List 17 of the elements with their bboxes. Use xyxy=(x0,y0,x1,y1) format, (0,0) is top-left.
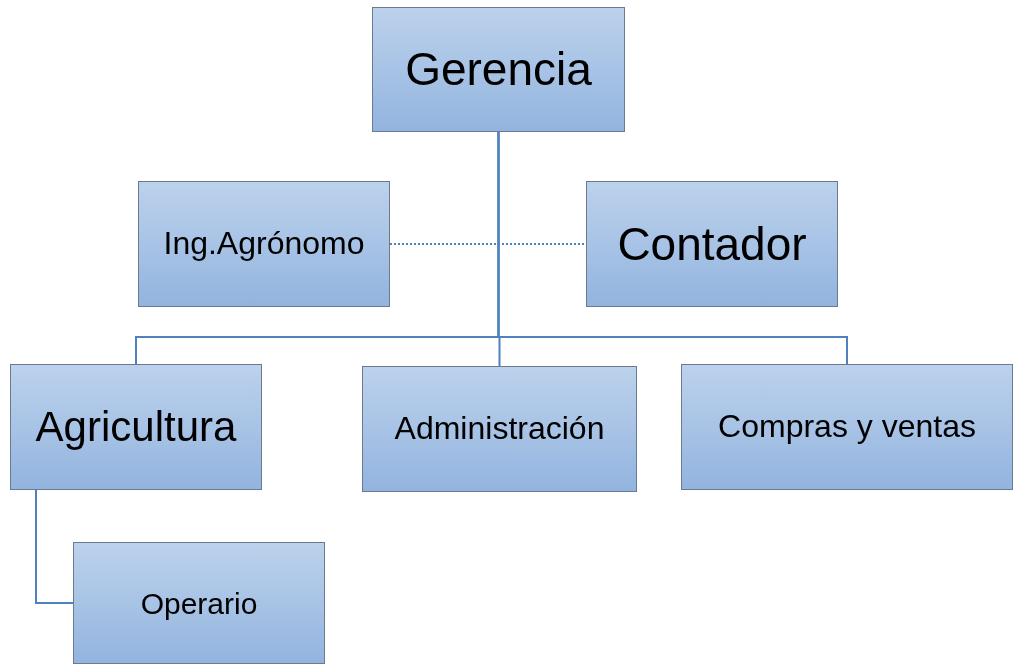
box-label: Ing.Agrónomo xyxy=(163,226,365,262)
org-box xyxy=(73,542,325,664)
box-label: Gerencia xyxy=(405,44,592,95)
box-label: Operario xyxy=(140,586,258,620)
org-box xyxy=(681,364,1013,490)
box-label: Compras y ventas xyxy=(718,409,976,445)
org-box xyxy=(138,181,390,307)
connector-line xyxy=(497,131,848,365)
org-box xyxy=(586,181,838,307)
connector-line xyxy=(35,489,74,604)
org-box xyxy=(362,366,637,492)
org-box xyxy=(10,364,262,490)
box-label: Contador xyxy=(617,218,807,270)
dotted-connector xyxy=(389,243,587,245)
org-box xyxy=(372,7,625,132)
box-label: Administración xyxy=(394,411,605,447)
box-label: Agricultura xyxy=(35,403,237,451)
